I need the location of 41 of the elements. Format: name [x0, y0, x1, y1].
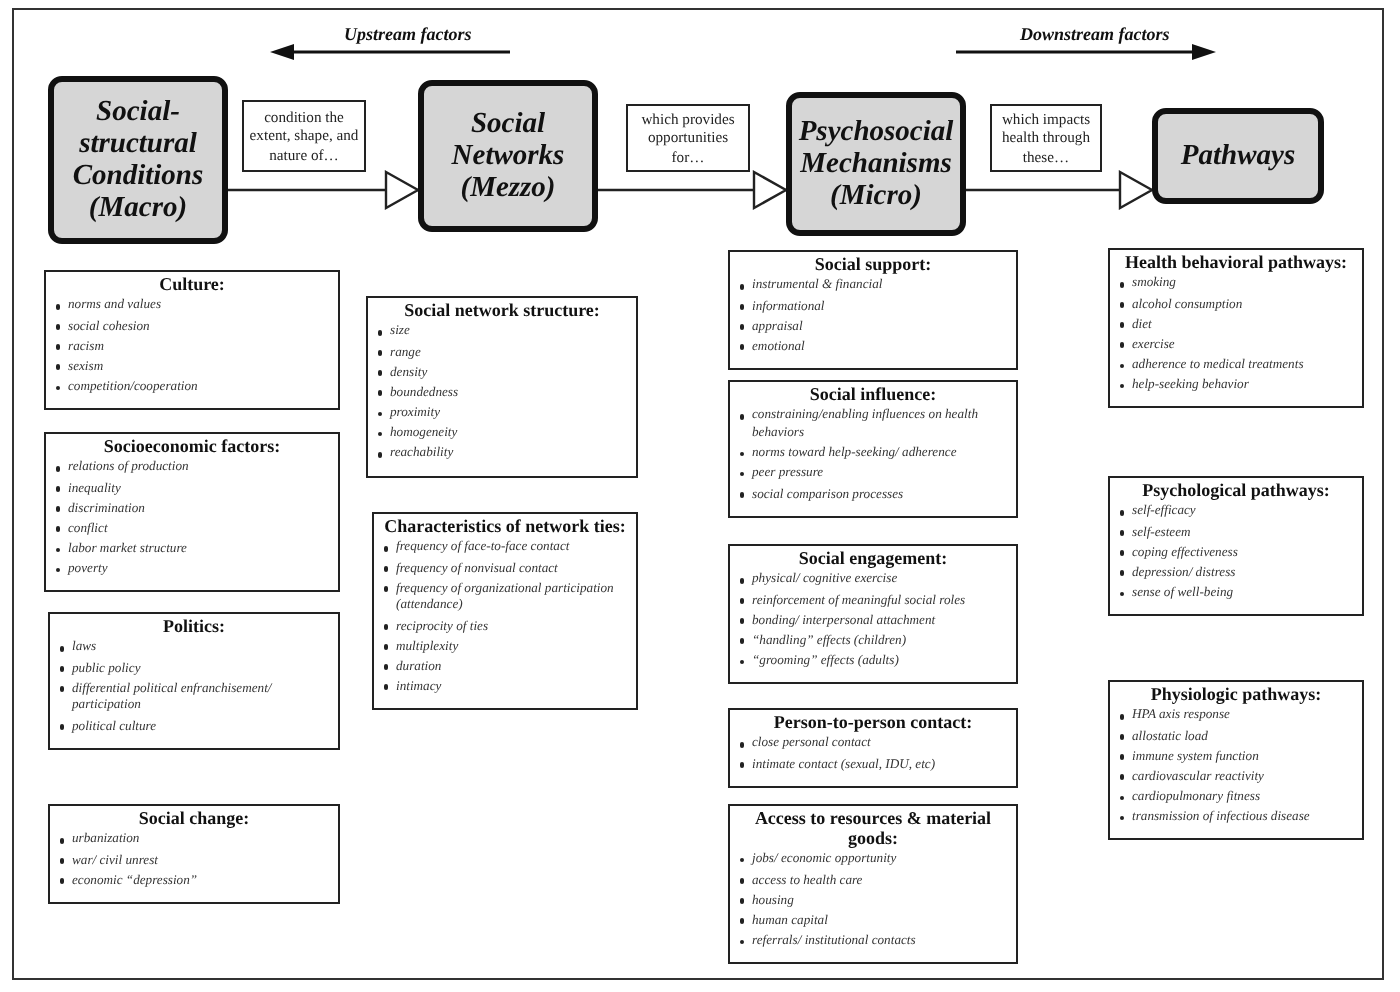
stage-title: Social Networks (Mezzo) [449, 107, 567, 205]
stage-title: Psychosocial Mechanisms (Micro) [796, 115, 956, 213]
box-heading: Characteristics of network ties: [382, 518, 628, 538]
category-box [728, 804, 1018, 965]
box-heading: Social network structure: [402, 302, 602, 322]
box-heading: Socioeconomic factors: [101, 438, 283, 458]
stage-box [48, 76, 228, 244]
box-heading: Health behavioral pathways: [1122, 254, 1349, 274]
category-box [728, 250, 1018, 371]
category-box [44, 432, 340, 593]
category-box [366, 296, 638, 478]
category-box [728, 380, 1018, 518]
box-heading: Social engagement: [796, 550, 950, 570]
box-heading: Social support: [812, 256, 934, 276]
stage-box [786, 92, 966, 236]
block-arrow [228, 170, 420, 210]
box-heading: Social change: [136, 810, 252, 830]
stage-box [418, 80, 598, 232]
stage-box [1152, 108, 1324, 204]
category-box [372, 512, 638, 711]
category-box [1108, 476, 1364, 617]
stage-title: Social-structural Conditions (Macro) [70, 95, 206, 225]
category-box [728, 544, 1018, 685]
category-box [44, 270, 340, 411]
category-box [48, 804, 340, 904]
box-heading: Culture: [157, 276, 227, 296]
block-arrow [966, 170, 1154, 210]
box-heading: Psychological pathways: [1140, 482, 1332, 502]
box-heading: Person-to-person contact: [771, 714, 975, 734]
box-heading: Access to resources & material goods: [752, 810, 994, 850]
category-box [48, 612, 340, 750]
box-heading: Physiologic pathways: [1148, 686, 1324, 706]
box-heading: Social influence: [807, 386, 939, 406]
direction-label: Upstream factors [344, 24, 472, 44]
box-heading: Politics: [161, 618, 227, 638]
direction-label: Downstream factors [1020, 24, 1170, 44]
category-box [1108, 248, 1364, 409]
category-box [1108, 680, 1364, 841]
category-box [728, 708, 1018, 788]
stage-title: Pathways [1180, 139, 1296, 173]
block-arrow [598, 170, 788, 210]
